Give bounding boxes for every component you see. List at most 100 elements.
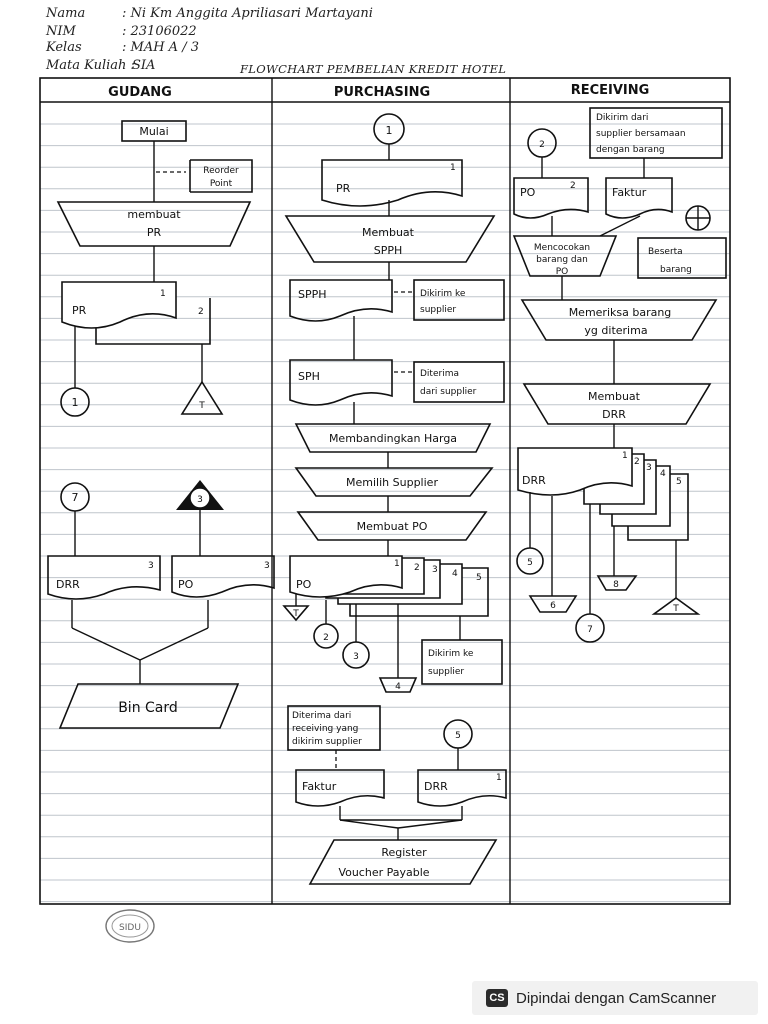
svg-text:3: 3 [264,561,270,571]
gudang-connector-7: 7 [60,482,90,512]
svg-text:Register: Register [381,846,427,859]
sph-document: SPH [289,359,393,406]
svg-text:SPPH: SPPH [374,244,403,257]
purchasing-connector-3: 3 [342,641,370,669]
svg-text:5: 5 [527,558,533,568]
svg-text:yg diterima: yg diterima [584,324,647,337]
svg-text:4: 4 [395,682,401,692]
membandingkan-harga-operation: Membandingkan Harga [294,423,492,453]
svg-text:Memeriksa barang: Memeriksa barang [569,306,672,319]
receiving-connector-7: 7 [575,613,605,643]
memeriksa-barang-operation: Memeriksa barang yg diterima [520,299,718,341]
svg-text:Faktur: Faktur [302,780,337,793]
mencocokan-barang-operation: Mencocokan barang dan PO [512,235,618,277]
membuat-spph-manual-operation: Membuat SPPH [284,215,496,263]
merge-lines-to-register [339,806,463,840]
purchasing-faktur-document: Faktur [295,769,385,807]
svg-text:receiving yang: receiving yang [292,724,358,734]
svg-text:2: 2 [323,633,329,643]
svg-text:SIDU: SIDU [119,923,141,933]
receiving-file-8: 8 [596,575,638,591]
dikirim-ke-supplier-annotation-2: Dikirim ke supplier [421,639,503,685]
receiving-drr-document-5-copies: 5 4 3 2 DRR 1 [517,447,689,541]
svg-text:7: 7 [587,625,593,635]
svg-text:Diterima dari: Diterima dari [292,711,351,721]
beserta-barang-annotation: Beserta barang [637,237,727,279]
gudang-terminal-t: T [180,380,224,415]
purchasing-pr-document: PR 1 [321,159,463,207]
kelas-label: Kelas [46,40,82,55]
svg-text:PO: PO [178,578,194,591]
gudang-po-document: PO 3 [171,555,275,598]
purchasing-po-document-5-copies: 5 4 3 2 PO 1 [289,555,489,617]
svg-text:3: 3 [432,565,438,575]
spph-document: SPPH [289,279,393,322]
svg-text:5: 5 [676,477,682,487]
svg-text:3: 3 [197,495,203,505]
svg-text:1: 1 [450,163,456,173]
svg-text:Dikirim ke: Dikirim ke [428,649,474,659]
svg-text:barang: barang [660,265,692,275]
svg-text:PR: PR [147,226,162,239]
kelas-value: : MAH A / 3 [122,40,199,55]
svg-text:3: 3 [646,463,652,473]
svg-text:barang dan: barang dan [536,255,588,265]
svg-text:PO: PO [556,267,569,277]
membuat-po-operation: Membuat PO [296,511,488,541]
svg-text:Dikirim ke: Dikirim ke [420,289,466,299]
camscanner-logo-icon: CS [486,989,508,1007]
svg-text:1: 1 [394,559,400,569]
gudang-drr-document: DRR 3 [47,555,161,600]
svg-text:1: 1 [160,289,166,299]
svg-text:1: 1 [386,124,393,137]
svg-text:2: 2 [198,307,204,317]
dikirim-dari-supplier-note: Dikirim dari supplier bersamaan dengan b… [589,107,723,159]
flowchart-title: FLOWCHART PEMBELIAN KREDIT HOTEL [240,62,507,76]
svg-text:2: 2 [570,181,576,191]
svg-text:Dikirim dari: Dikirim dari [596,113,648,123]
svg-text:membuat: membuat [127,208,181,221]
sidu-stamp: SIDU [105,909,155,943]
svg-text:PO: PO [296,578,312,591]
mata-kuliah-label: Mata Kuliah : [46,58,135,73]
svg-text:2: 2 [414,563,420,573]
svg-text:dikirim supplier: dikirim supplier [292,737,362,747]
svg-text:2: 2 [634,457,640,467]
camscanner-text: Dipindai dengan CamScanner [516,989,717,1007]
purchasing-connector-1: 1 [373,113,405,145]
svg-text:5: 5 [455,731,461,741]
lane-purchasing: PURCHASING [334,85,430,100]
svg-text:Diterima: Diterima [420,369,459,379]
lane-gudang: GUDANG [108,85,172,100]
diterima-dari-supplier-annotation: Diterima dari supplier [413,361,505,403]
receiving-connector-5: 5 [516,547,544,575]
svg-text:1: 1 [622,451,628,461]
svg-text:DRR: DRR [522,474,546,487]
svg-text:Membuat PO: Membuat PO [357,520,428,533]
svg-text:DRR: DRR [424,780,448,793]
svg-text:supplier: supplier [420,305,456,315]
svg-text:4: 4 [660,469,666,479]
receiving-file-6: 6 [528,595,578,613]
nim-label: NIM [46,24,76,39]
mata-kuliah-value: SIA [132,58,156,73]
svg-text:1: 1 [72,396,79,409]
nim-value: : 23106022 [122,24,197,39]
svg-text:Reorder: Reorder [203,166,239,176]
svg-text:Membandingkan Harga: Membandingkan Harga [329,432,457,445]
svg-text:Voucher Payable: Voucher Payable [338,866,429,879]
lane-receiving: RECEIVING [571,83,650,98]
svg-text:T: T [292,609,299,619]
camscanner-watermark: CS Dipindai dengan CamScanner [472,981,758,1015]
membuat-drr-operation: Membuat DRR [522,383,712,425]
merge-lines-to-bin-card [71,600,209,684]
ruled-lines [40,123,730,903]
purchasing-terminal-t: T [282,605,310,622]
receiving-connector-2: 2 [527,128,557,158]
purchasing-connector-5: 5 [443,719,473,749]
svg-text:Point: Point [210,179,233,189]
svg-text:SPPH: SPPH [298,288,327,301]
diterima-dari-receiving-annotation: Diterima dari receiving yang dikirim sup… [287,705,381,751]
